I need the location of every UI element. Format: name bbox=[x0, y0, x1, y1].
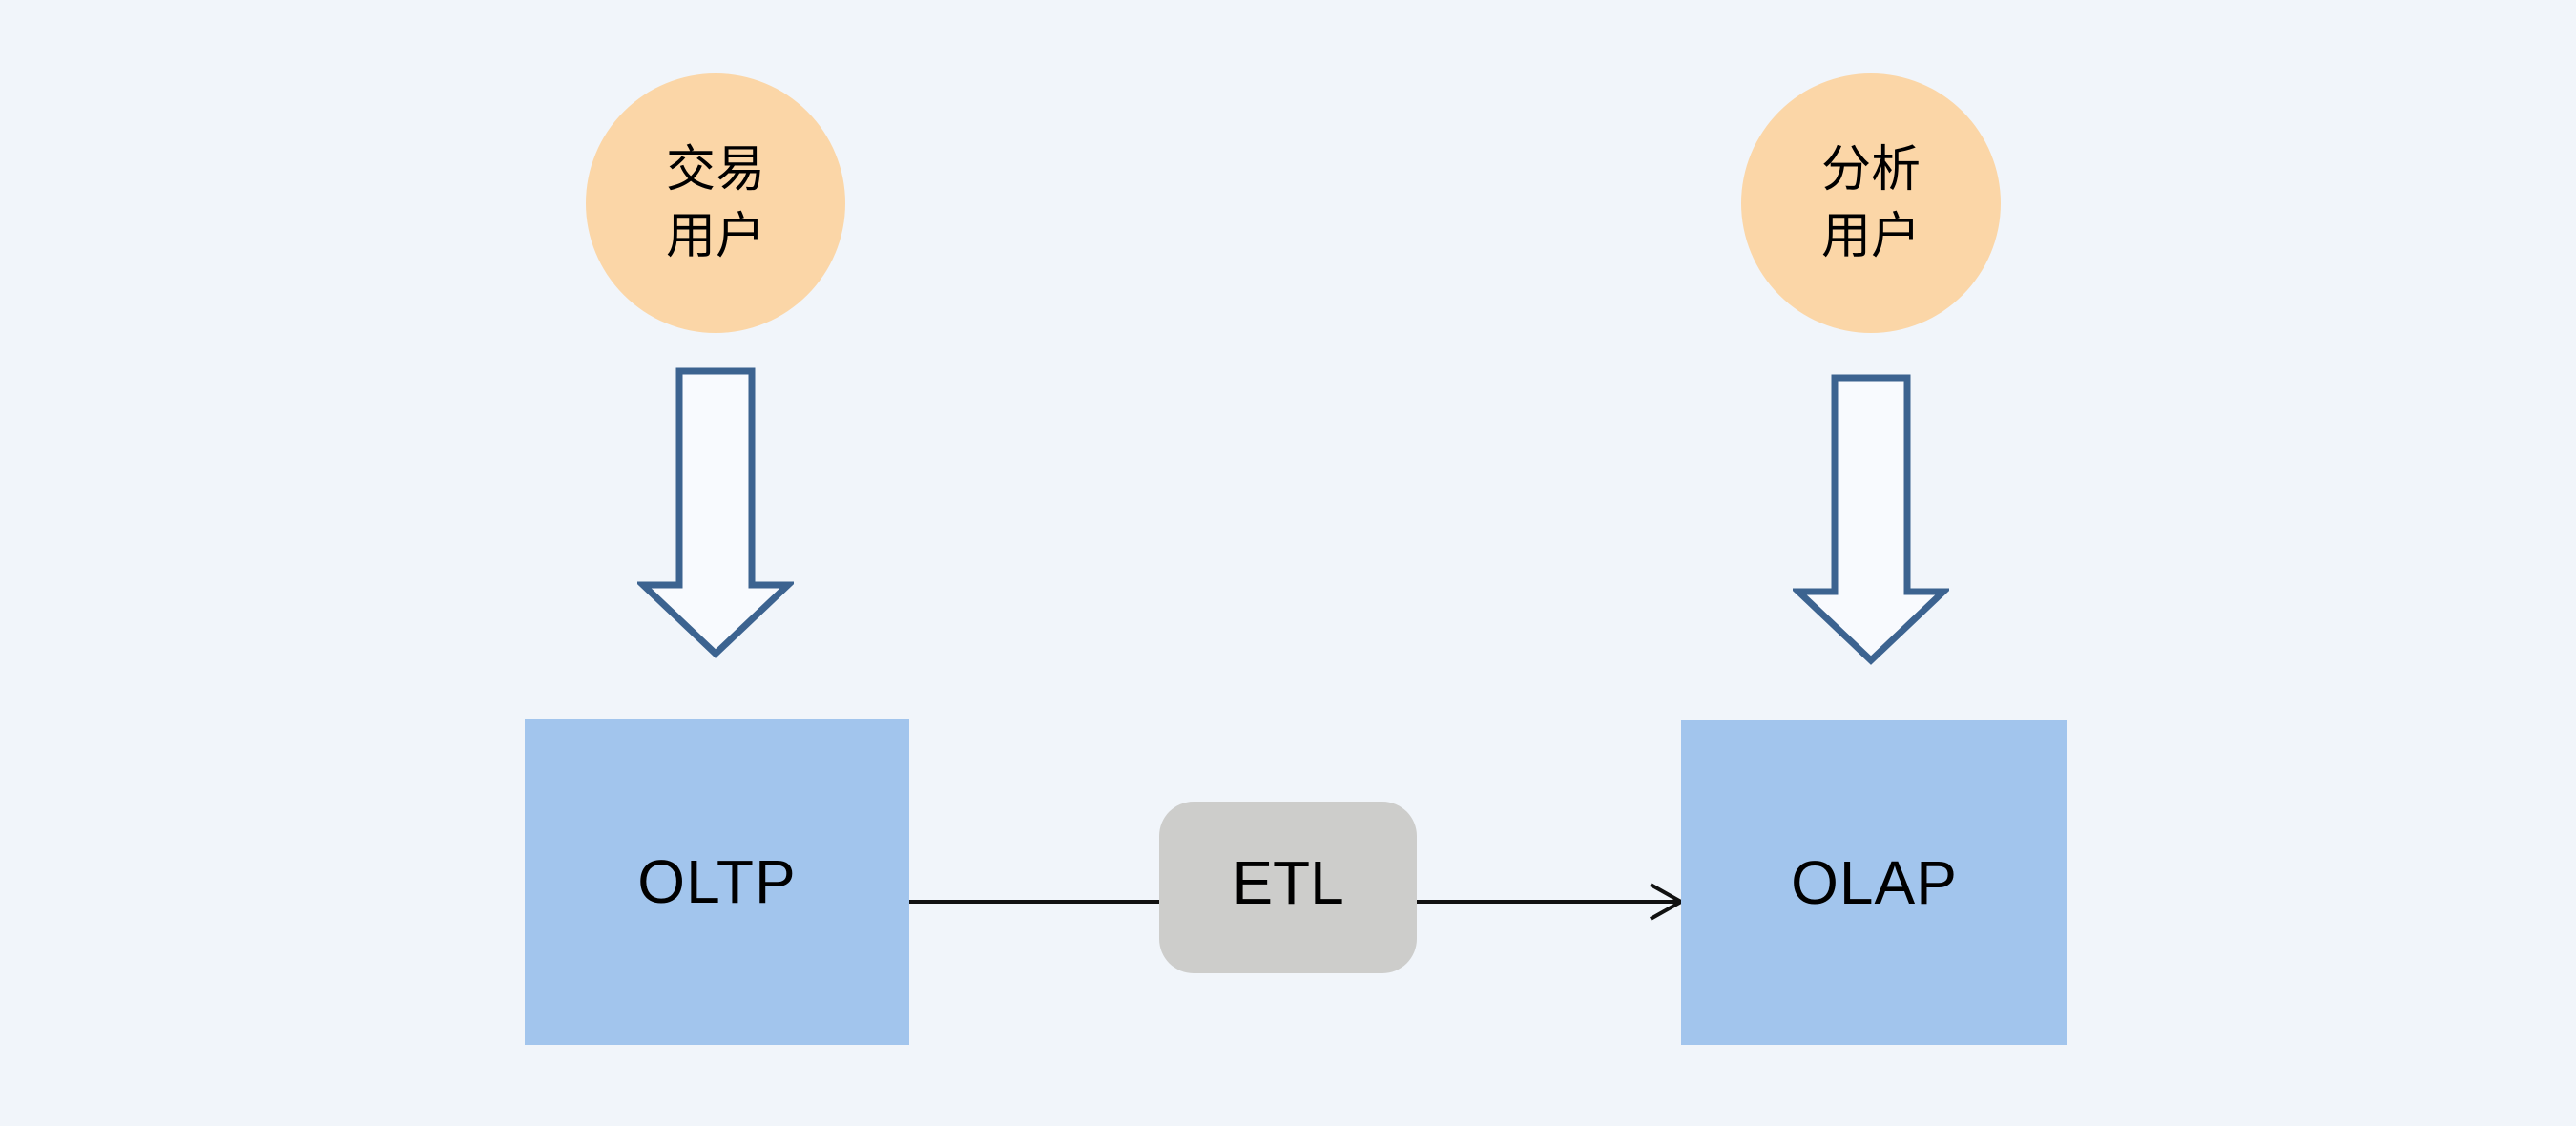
node-analysis-users-label: 分析 用户 bbox=[1820, 142, 1921, 264]
down-block-arrow-icon bbox=[637, 367, 794, 658]
node-analysis-users: 分析 用户 bbox=[1741, 73, 2001, 333]
node-olap-label: OLAP bbox=[1791, 848, 1958, 917]
node-transaction-users: 交易 用户 bbox=[586, 73, 845, 333]
node-etl: ETL bbox=[1159, 802, 1417, 973]
down-block-arrow-icon bbox=[1793, 374, 1949, 665]
node-etl-label: ETL bbox=[1232, 848, 1344, 917]
node-transaction-users-label: 交易 用户 bbox=[665, 142, 765, 264]
node-olap: OLAP bbox=[1681, 720, 2067, 1045]
node-oltp-label: OLTP bbox=[637, 847, 797, 916]
node-oltp: OLTP bbox=[525, 719, 909, 1045]
